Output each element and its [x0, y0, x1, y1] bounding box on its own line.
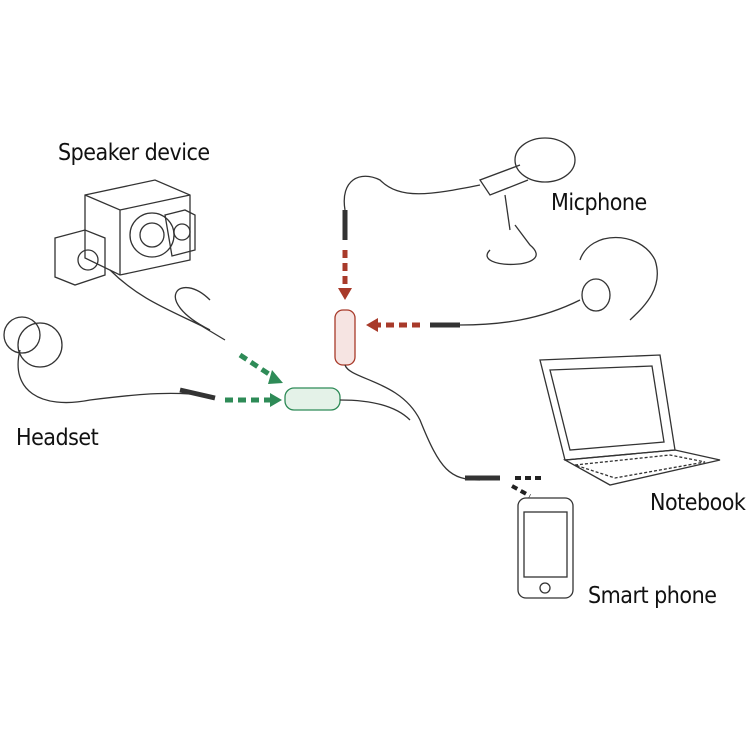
red-arrows — [342, 250, 420, 328]
notebook-icon — [539, 354, 721, 486]
headset-microphone-icon — [430, 237, 658, 328]
notebook-label: Notebook — [650, 490, 746, 516]
speaker-device-label: Speaker device — [58, 140, 210, 166]
output-cable — [344, 364, 481, 481]
speaker-device-icon — [54, 179, 226, 341]
red-splitter-jack — [334, 309, 356, 366]
green-arrows — [225, 352, 277, 403]
headset-label: Headset — [16, 425, 99, 451]
microphone-label: Micphone — [551, 190, 647, 216]
earphone-icon — [3, 316, 216, 404]
smartphone-icon — [517, 497, 574, 599]
smartphone-label: Smart phone — [588, 583, 717, 609]
green-splitter-jack — [284, 387, 341, 411]
microphone-icon — [342, 137, 576, 266]
